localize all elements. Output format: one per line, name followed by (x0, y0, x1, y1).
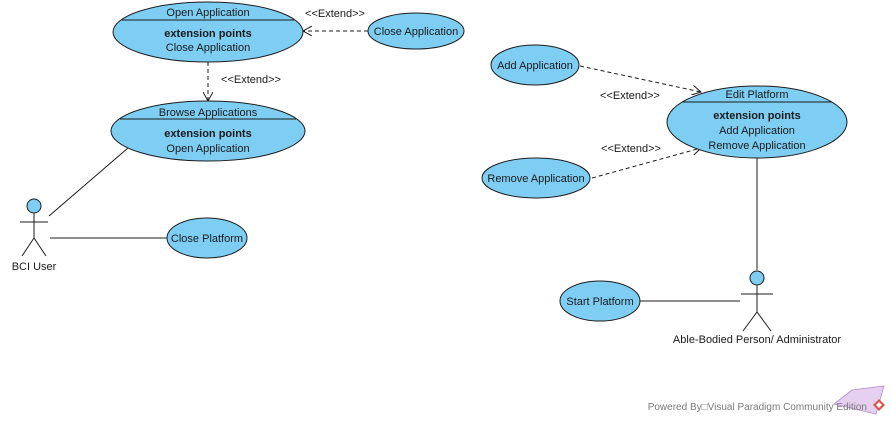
extension-point: Close Application (166, 42, 250, 54)
use-case-title: Add Application (497, 60, 573, 72)
watermark-shape (833, 385, 885, 415)
use-case-browse-applications[interactable]: Browse Applications extension points Ope… (110, 100, 306, 162)
association-bci-browse (48, 147, 129, 217)
actor-administrator[interactable]: Able-Bodied Person/ Administrator (673, 270, 841, 346)
extension-point: Add Application (719, 125, 795, 137)
use-case-close-platform[interactable]: Close Platform (166, 217, 248, 259)
watermark: Powered By□Visual Paradigm Community Edi… (648, 385, 885, 415)
use-case-open-application[interactable]: Open Application extension points Close … (112, 1, 304, 63)
use-case-remove-application[interactable]: Remove Application (481, 157, 591, 199)
use-case-title: Close Application (374, 26, 458, 38)
extend-label: <<Extend>> (601, 143, 661, 155)
use-case-title: Browse Applications (159, 107, 258, 119)
extend-remove-to-edit: <<Extend>> (591, 143, 701, 179)
actor-figure-icon (741, 270, 773, 332)
actor-label: Able-Bodied Person/ Administrator (673, 334, 841, 346)
actor-bci-user[interactable]: BCI User (12, 198, 57, 273)
use-case-add-application[interactable]: Add Application (490, 44, 580, 86)
extend-label: <<Extend>> (600, 90, 660, 102)
actor-label: BCI User (12, 261, 57, 273)
use-case-title: Close Platform (171, 233, 243, 245)
use-case-title: Edit Platform (726, 89, 789, 101)
use-case-start-platform[interactable]: Start Platform (559, 280, 641, 322)
extension-point: Remove Application (708, 140, 805, 152)
extend-add-to-edit: <<Extend>> (579, 65, 701, 102)
extension-points-header: extension points (713, 110, 800, 122)
actor-figure-icon (20, 198, 48, 257)
watermark-text: Powered By□Visual Paradigm Community Edi… (648, 402, 867, 413)
extension-points-header: extension points (164, 28, 251, 40)
extend-close-to-open: <<Extend>> (303, 8, 368, 31)
use-case-title: Remove Application (487, 173, 584, 185)
use-case-title: Open Application (166, 7, 249, 19)
use-case-edit-platform[interactable]: Edit Platform extension points Add Appli… (666, 85, 848, 159)
extend-label: <<Extend>> (221, 74, 281, 86)
use-case-title: Start Platform (566, 296, 633, 308)
visual-paradigm-logo-icon (873, 399, 885, 411)
extension-point: Open Application (166, 143, 249, 155)
extension-points-header: extension points (164, 128, 251, 140)
extend-open-to-browse: <<Extend>> (208, 62, 281, 101)
extend-label: <<Extend>> (305, 8, 365, 20)
use-case-close-application[interactable]: Close Application (367, 12, 465, 50)
